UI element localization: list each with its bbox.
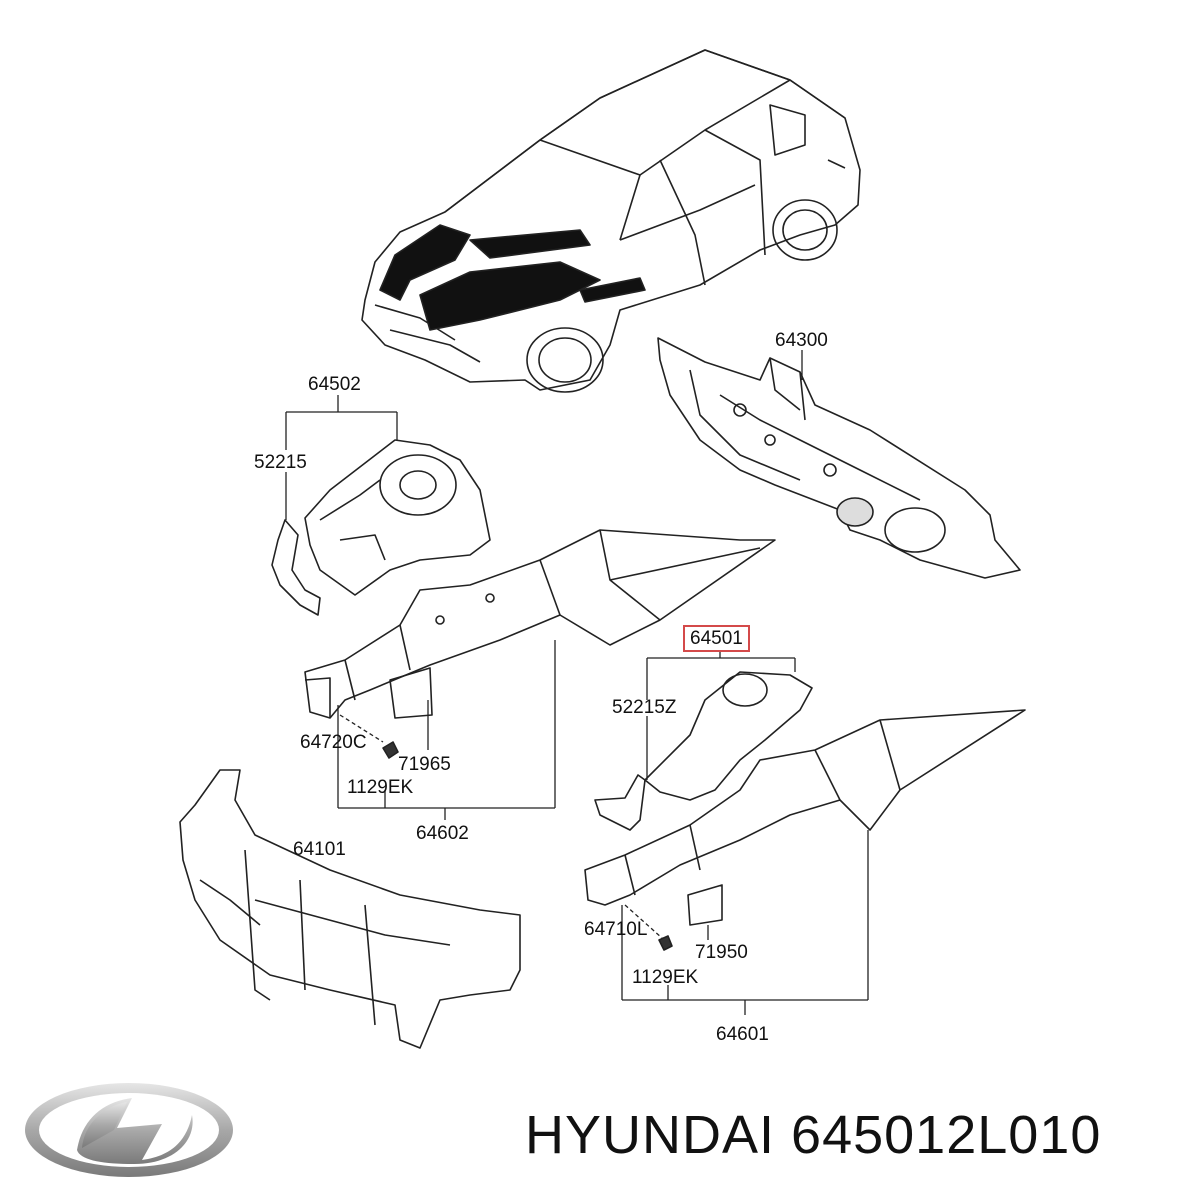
part-label-64601: 64601 bbox=[716, 1024, 769, 1045]
hyundai-logo-icon bbox=[25, 1083, 233, 1177]
part-label-71950: 71950 bbox=[695, 942, 748, 963]
part-label-52215Z: 52215Z bbox=[612, 697, 677, 718]
part-label-71965: 71965 bbox=[398, 754, 451, 775]
dash-panel-illustration bbox=[657, 337, 1021, 579]
brand-name: HYUNDAI bbox=[525, 1105, 776, 1165]
car-outline-illustration bbox=[361, 49, 861, 393]
part-label-1129EK-left: 1129EK bbox=[347, 777, 414, 798]
part-label-64501-highlighted: 64501 bbox=[683, 625, 750, 652]
exploded-parts-diagram bbox=[179, 49, 1026, 1049]
wheelhouse-left-illustration bbox=[304, 439, 491, 596]
part-label-64101: 64101 bbox=[293, 839, 346, 860]
part-label-64502: 64502 bbox=[308, 374, 361, 395]
bracket-52215Z-illustration bbox=[594, 774, 646, 831]
part-number: 645012L010 bbox=[791, 1105, 1102, 1165]
wheelhouse-right-illustration bbox=[644, 671, 813, 801]
part-label-1129EK-right: 1129EK bbox=[632, 967, 699, 988]
bracket-52215-illustration bbox=[271, 519, 321, 616]
part-label-64300: 64300 bbox=[775, 330, 828, 351]
part-label-52215: 52215 bbox=[254, 452, 307, 473]
part-label-64720C: 64720C bbox=[300, 732, 367, 753]
leader-lines bbox=[285, 350, 869, 1015]
side-member-right-illustration bbox=[584, 709, 1026, 926]
brand-part-number-title: HYUNDAI 645012L010 bbox=[525, 1108, 1101, 1162]
side-member-left-illustration bbox=[304, 529, 776, 719]
part-label-64602: 64602 bbox=[416, 823, 469, 844]
bolt-icons bbox=[382, 741, 673, 951]
radiator-support-illustration bbox=[179, 769, 521, 1049]
part-label-64710L: 64710L bbox=[584, 919, 648, 940]
